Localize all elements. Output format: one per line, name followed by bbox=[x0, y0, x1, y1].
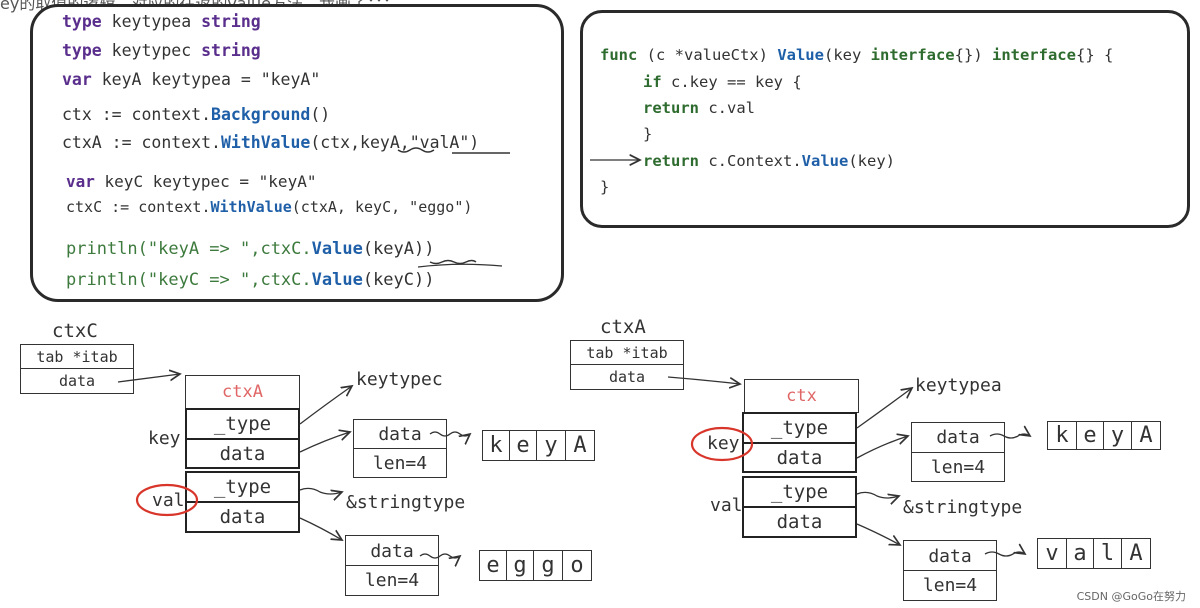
right-code-panel bbox=[580, 10, 1190, 228]
right-val-str-len: len=4 bbox=[903, 570, 997, 601]
left-iface-data: data bbox=[20, 368, 134, 394]
right-key-str-len: len=4 bbox=[911, 452, 1005, 482]
code-line-2: type keytypec string bbox=[62, 41, 261, 60]
left-val-type-target: &stringtype bbox=[346, 492, 466, 513]
right-key-letter: k bbox=[1047, 421, 1077, 450]
left-val-type: _type bbox=[185, 471, 300, 503]
code-line-5: ctxA := context.WithValue(ctx,keyA,"valA… bbox=[62, 133, 480, 152]
left-key-letter: k bbox=[482, 430, 510, 461]
left-iface-tab: tab *itab bbox=[20, 344, 134, 370]
watermark: CSDN @GoGo在努力 bbox=[1076, 590, 1186, 603]
method-line-1: func (c *valueCtx) Value(key interface{}… bbox=[600, 46, 1114, 64]
right-key-letter: y bbox=[1103, 421, 1132, 450]
left-val-letter: g bbox=[533, 550, 563, 581]
code-line-7: ctxC := context.WithValue(ctxA, keyC, "e… bbox=[66, 198, 473, 216]
left-val-letter: o bbox=[562, 550, 592, 581]
right-iface-title: ctxA bbox=[600, 316, 646, 338]
code-line-6: var keyC keytypec = "keyA" bbox=[66, 172, 317, 191]
code-line-8: println("keyA => ",ctxC.Value(keyA)) bbox=[66, 239, 435, 259]
left-key-letter: A bbox=[565, 430, 595, 461]
left-val-data: data bbox=[185, 501, 300, 533]
left-val-str-len: len=4 bbox=[345, 565, 439, 596]
right-val-letter: v bbox=[1037, 538, 1067, 569]
left-key-str-len: len=4 bbox=[353, 448, 447, 478]
left-key-label: key bbox=[148, 428, 181, 449]
right-val-letter: A bbox=[1121, 538, 1151, 569]
right-key-type-target: keytypea bbox=[915, 375, 1002, 396]
right-val-label: val bbox=[710, 495, 743, 516]
right-val-data: data bbox=[742, 506, 857, 538]
method-line-2: if c.key == key { bbox=[643, 73, 802, 91]
left-ctx-name: ctxA bbox=[185, 375, 300, 409]
code-line-1: type keytypea string bbox=[62, 12, 261, 31]
method-line-5: return c.Context.Value(key) bbox=[643, 152, 895, 170]
right-key-letter: A bbox=[1131, 421, 1161, 450]
right-key-data: data bbox=[742, 442, 857, 473]
right-key-label: key bbox=[707, 433, 740, 454]
right-key-str-data: data bbox=[911, 422, 1005, 453]
code-line-4: ctx := context.Background() bbox=[62, 105, 331, 124]
left-key-type-target: keytypec bbox=[356, 369, 443, 390]
method-line-6: } bbox=[600, 178, 610, 196]
left-key-letter: e bbox=[509, 430, 537, 461]
code-line-9: println("keyC => ",ctxC.Value(keyC)) bbox=[66, 270, 435, 290]
right-val-letter: l bbox=[1093, 538, 1122, 569]
left-key-letter: y bbox=[536, 430, 566, 461]
left-key-str-data: data bbox=[353, 419, 447, 450]
left-val-letter: g bbox=[506, 550, 534, 581]
method-line-4: } bbox=[643, 125, 653, 143]
left-iface-title: ctxC bbox=[52, 320, 98, 342]
right-val-type-target: &stringtype bbox=[903, 497, 1023, 518]
right-iface-data: data bbox=[570, 364, 684, 390]
code-line-3: var keyA keytypea = "keyA" bbox=[62, 70, 321, 89]
right-iface-tab: tab *itab bbox=[570, 340, 684, 366]
left-key-data: data bbox=[185, 438, 300, 469]
left-val-label: val bbox=[152, 490, 185, 511]
right-val-str-data: data bbox=[903, 540, 997, 572]
method-line-3: return c.val bbox=[643, 99, 755, 117]
